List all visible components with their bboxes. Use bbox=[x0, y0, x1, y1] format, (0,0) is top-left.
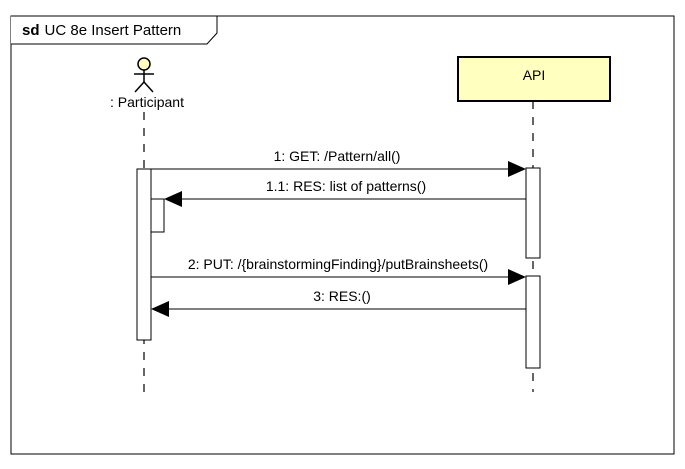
message-1-1-arrowhead bbox=[164, 191, 182, 207]
participant-nested-activation-bar bbox=[150, 198, 165, 233]
message-1-label: 1: GET: /Pattern/all() bbox=[274, 148, 401, 164]
message-1-arrowhead bbox=[508, 161, 526, 177]
api-lifeline-box bbox=[457, 56, 611, 102]
api-activation-bar-2 bbox=[525, 275, 541, 369]
frame-name-tab bbox=[11, 15, 218, 45]
message-3-arrowhead bbox=[151, 301, 169, 317]
message-1-1-label: 1.1: RES: list of patterns() bbox=[266, 178, 426, 194]
message-2-label: 2: PUT: /{brainstormingFinding}/putBrain… bbox=[188, 256, 488, 272]
frame-keyword: sd bbox=[22, 22, 40, 39]
api-label: API bbox=[523, 67, 546, 83]
message-3-label: 3: RES:() bbox=[313, 288, 371, 304]
participant-label: : Participant bbox=[110, 94, 184, 110]
actor-icon bbox=[134, 57, 154, 93]
frame-title: UC 8e Insert Pattern bbox=[45, 22, 182, 39]
participant-activation-bar bbox=[136, 168, 152, 341]
diagram-frame bbox=[10, 15, 675, 455]
frame-label: sd UC 8e Insert Pattern bbox=[22, 22, 181, 39]
message-2-arrowhead bbox=[508, 269, 526, 285]
api-activation-bar-1 bbox=[525, 167, 541, 259]
